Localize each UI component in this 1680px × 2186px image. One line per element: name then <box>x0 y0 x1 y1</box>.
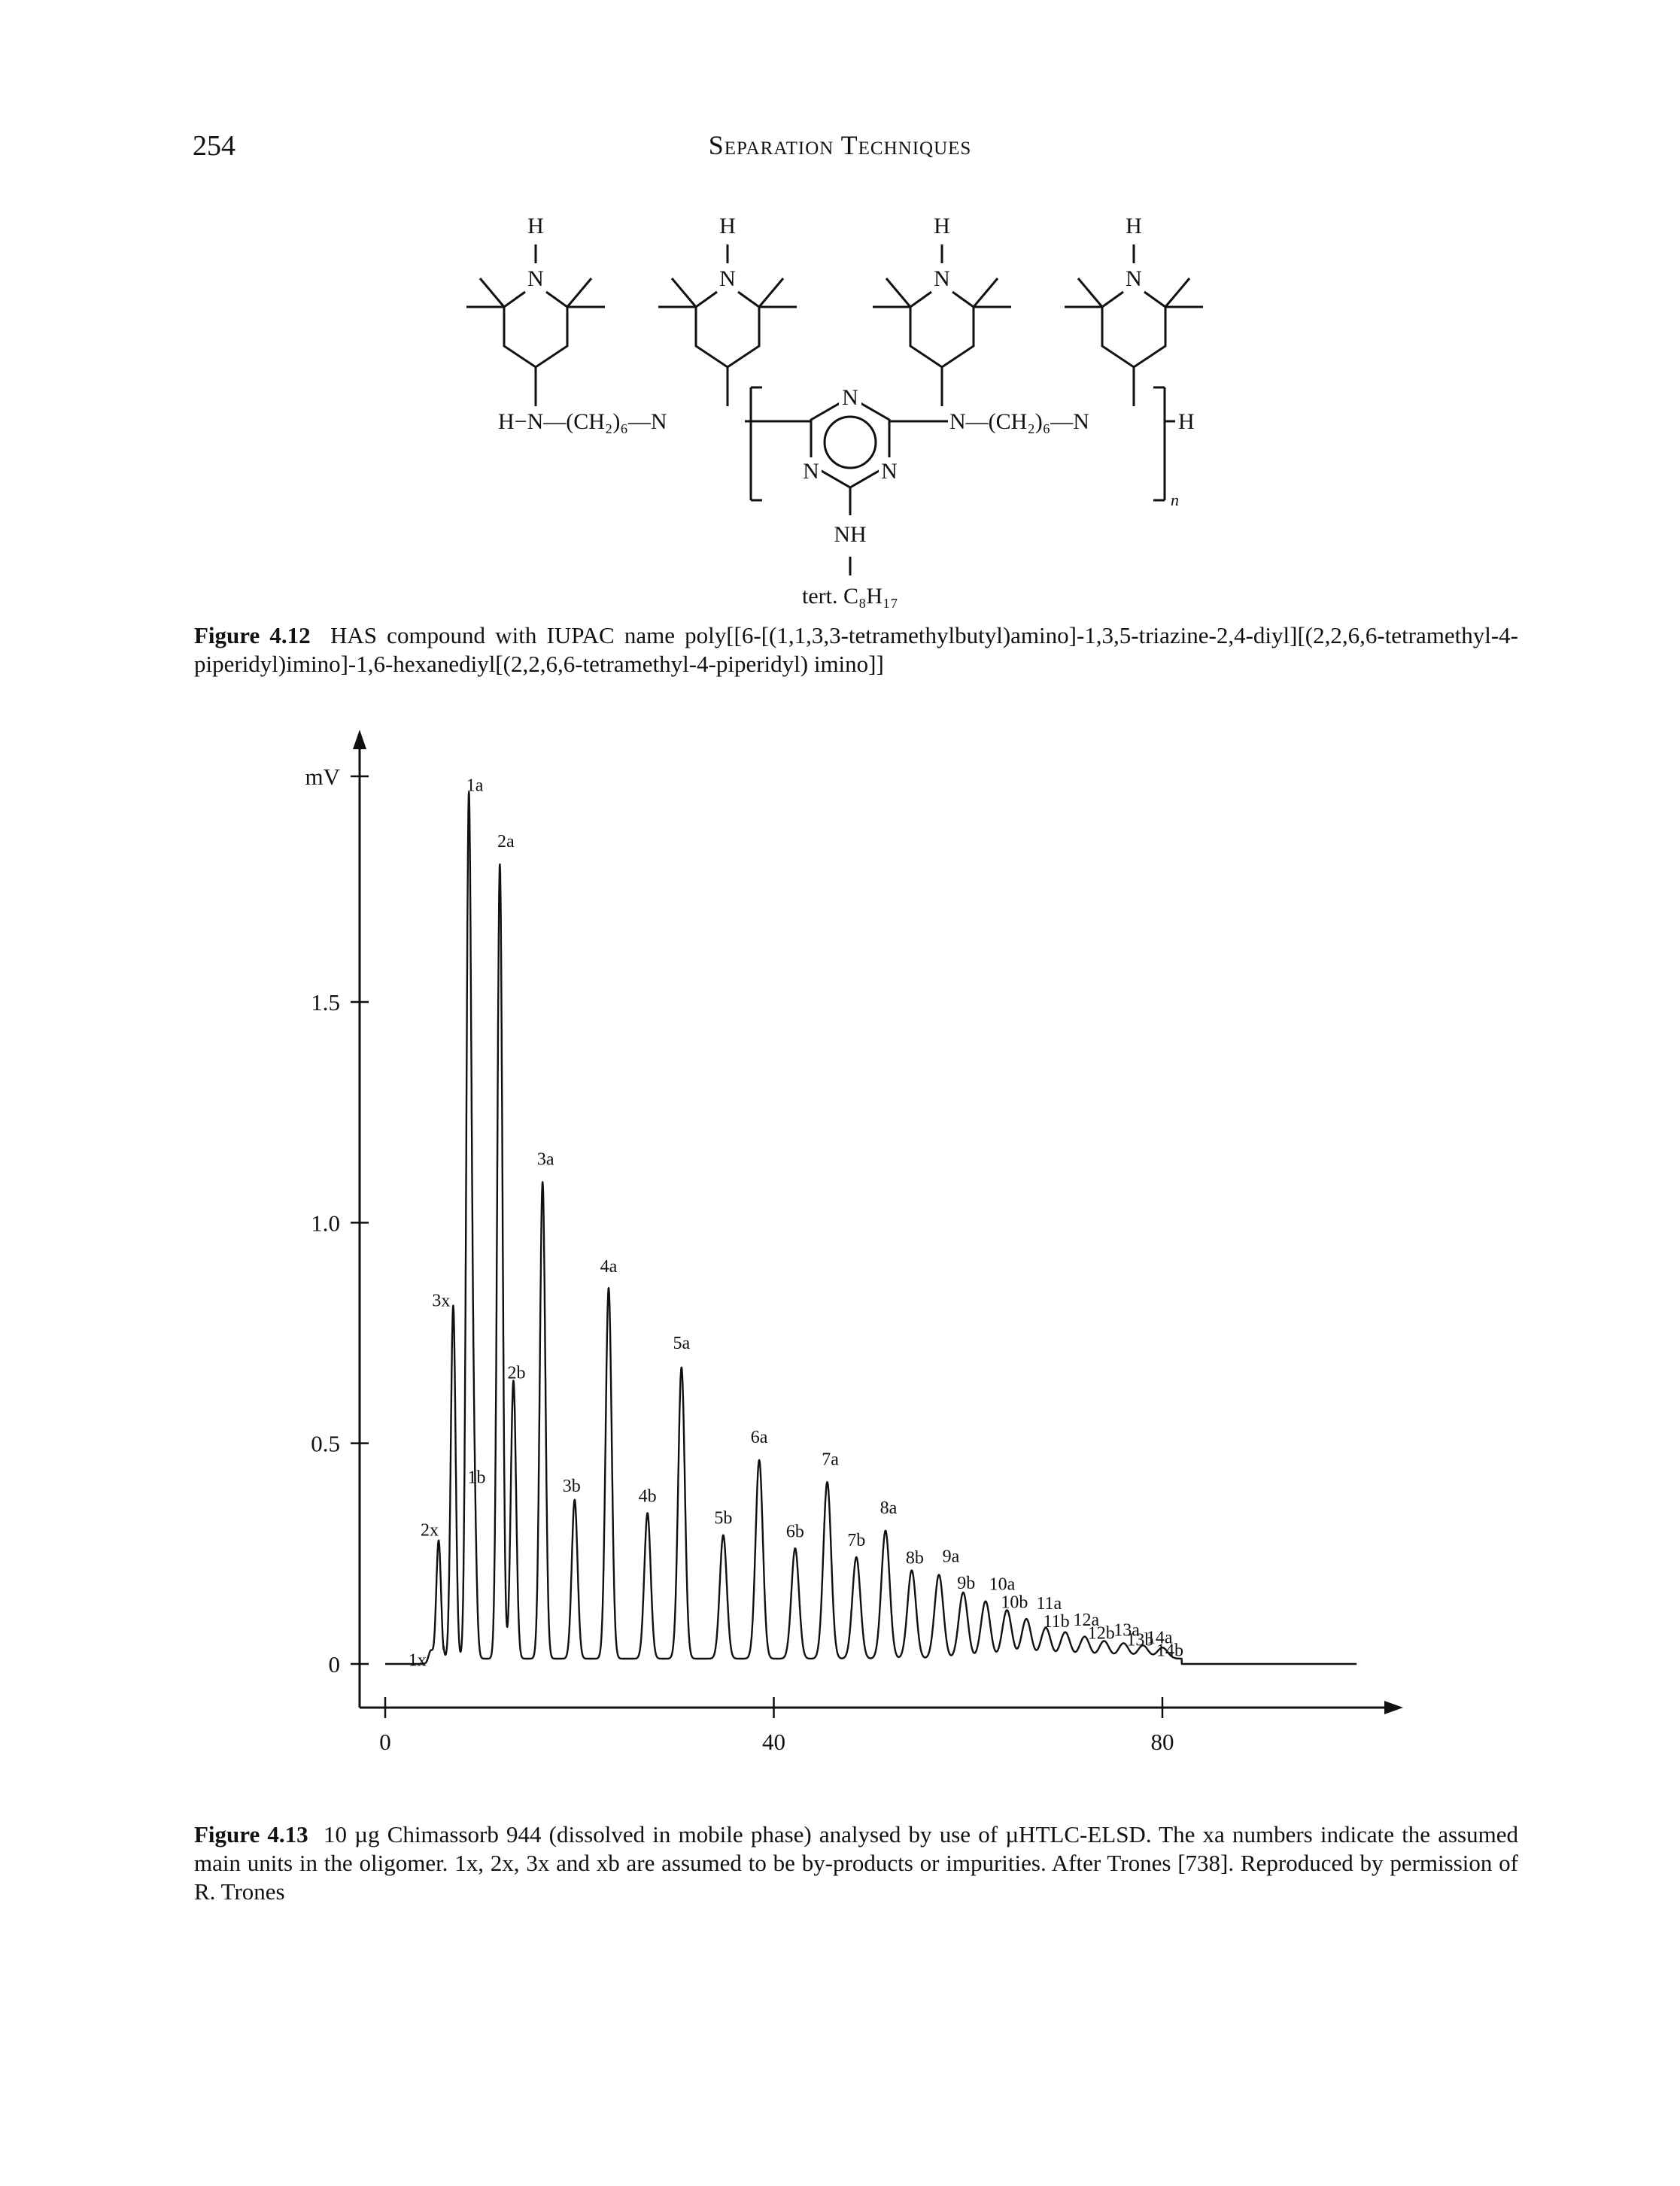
peak-label: 7a <box>822 1450 839 1469</box>
piperidine-ring-1: H N <box>466 214 605 406</box>
peak-label: 4b <box>639 1486 657 1506</box>
atom-n-3: N <box>934 266 950 291</box>
y-axis-arrow <box>353 730 366 749</box>
triazine-n-right: N <box>881 459 898 484</box>
triazine-n-top: N <box>842 385 858 410</box>
peak-label: 2b <box>507 1363 525 1383</box>
atom-n-1: N <box>527 266 544 291</box>
peak-label: 8b <box>906 1549 924 1568</box>
figure-4-12-label: Figure 4.12 <box>194 622 311 648</box>
atom-h-2: H <box>719 214 736 238</box>
peak-label: 2a <box>497 832 515 852</box>
running-head: Separation Techniques <box>708 130 972 160</box>
chain-end-h: H <box>1178 409 1195 434</box>
chromatogram-chart: 00.51.01.5mV04080Retention time (min)1x2… <box>305 730 1403 1755</box>
piperidine-ring-4: H N <box>1065 214 1203 406</box>
x-tick-label: 40 <box>762 1729 785 1755</box>
chemical-structure: H N H N H N H N H−N—(CH₂)₆—N <box>466 214 1203 609</box>
peak-point <box>962 1597 964 1599</box>
peak-label: 14a <box>1147 1628 1173 1647</box>
left-chain-label: H−N—(CH₂)₆—N <box>498 409 667 434</box>
peak-point <box>1104 1646 1105 1647</box>
peak-label: 1a <box>466 776 484 795</box>
triazine-ring: N N N <box>799 382 901 515</box>
page-number: 254 <box>193 130 235 162</box>
x-tick-label: 80 <box>1151 1729 1174 1755</box>
nh-group: NH <box>834 522 866 547</box>
peak-point <box>1084 1641 1086 1643</box>
peak-label: 11b <box>1043 1612 1069 1632</box>
peak-label: 6a <box>751 1428 768 1447</box>
y-axis-label: mV <box>305 764 341 790</box>
piperidine-ring-2: H N <box>658 214 797 406</box>
chromatogram-trace <box>384 791 1358 1665</box>
figure-4-12-caption: Figure 4.12 HAS compound with IUPAC name… <box>194 621 1518 679</box>
peak-label: 7b <box>847 1531 865 1550</box>
peak-label: 13a <box>1113 1621 1140 1641</box>
triazine-n-left: N <box>803 459 819 484</box>
atom-h-4: H <box>1126 214 1142 238</box>
atom-n-2: N <box>719 266 736 291</box>
peak-point <box>938 1580 940 1581</box>
atom-n-4: N <box>1126 266 1142 291</box>
figure-4-13-label: Figure 4.13 <box>194 1821 308 1847</box>
peak-point <box>985 1606 986 1608</box>
repeat-subscript: n <box>1171 490 1179 509</box>
y-tick-label: 1.5 <box>311 989 340 1016</box>
x-axis-arrow <box>1384 1701 1403 1714</box>
peak-label: 6b <box>786 1522 804 1541</box>
peak-label: 13b <box>1126 1630 1153 1650</box>
figure-4-12-text: HAS compound with IUPAC name poly[[6-[(1… <box>194 622 1519 677</box>
peak-point <box>1123 1647 1124 1649</box>
peak-point <box>1025 1623 1027 1625</box>
right-chain-label: N—(CH₂)₆—N <box>949 409 1089 434</box>
atom-h-3: H <box>934 214 950 238</box>
peak-label: 4a <box>600 1257 618 1277</box>
peak-label: 12a <box>1074 1611 1100 1630</box>
peak-label: 10a <box>989 1575 1016 1595</box>
peak-label: 5b <box>714 1509 732 1529</box>
y-tick-label: 0.5 <box>311 1431 340 1457</box>
figure-4-13-caption: Figure 4.13 10 µg Chimassorb 944 (dissol… <box>194 1820 1518 1906</box>
y-tick-label: 1.0 <box>311 1210 340 1236</box>
peak-label: 9a <box>943 1547 960 1567</box>
peak-point <box>1006 1614 1007 1616</box>
peak-label: 5a <box>673 1334 691 1353</box>
atom-h-1: H <box>527 214 544 238</box>
figure-4-13-text: 10 µg Chimassorb 944 (dissolved in mobil… <box>194 1821 1518 1905</box>
peak-point <box>1065 1637 1066 1638</box>
peak-label: 1x <box>409 1650 427 1670</box>
peak-label: 12b <box>1088 1624 1115 1644</box>
peak-label: 3b <box>563 1477 581 1496</box>
peak-label: 2x <box>421 1521 439 1541</box>
y-tick-label: 0 <box>329 1651 341 1677</box>
peak-label: 3a <box>537 1149 554 1169</box>
x-tick-label: 0 <box>379 1729 391 1755</box>
piperidine-ring-3: H N <box>873 214 1011 406</box>
peak-label: 11a <box>1036 1594 1062 1614</box>
peak-label: 3x <box>432 1292 450 1311</box>
peak-point <box>1142 1650 1144 1651</box>
peak-label: 9b <box>957 1574 975 1593</box>
peak-point <box>1045 1632 1047 1634</box>
peak-label: 10b <box>1001 1592 1028 1612</box>
peak-label: 8a <box>880 1498 898 1518</box>
peak-label: 14b <box>1156 1641 1183 1660</box>
tert-octyl-group: tert. C₈H₁₇ <box>802 584 898 609</box>
peak-label: 1b <box>468 1468 486 1487</box>
